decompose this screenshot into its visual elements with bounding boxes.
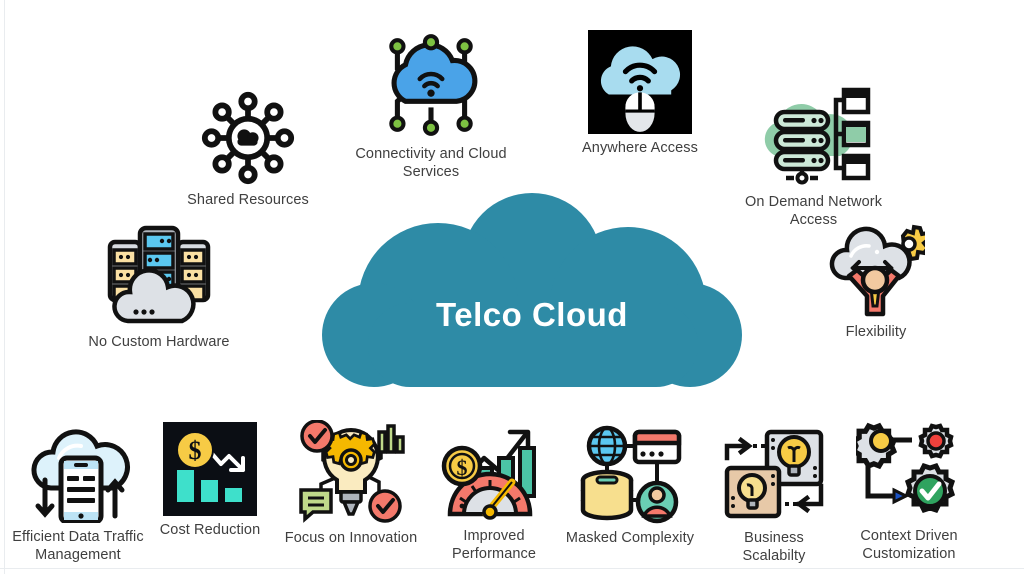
server-rack-network-icon	[756, 78, 872, 188]
center-cloud-label: Telco Cloud	[436, 296, 628, 333]
node-label: On Demand Network Access	[744, 194, 883, 228]
cloud-phone-arrows-icon	[23, 418, 133, 525]
lightbulb-gear-check-icon	[295, 419, 407, 524]
node-efficient-data-traffic-management[interactable]: Efficient Data Traffic Management	[4, 418, 152, 564]
node-label: Context Driven Customization	[860, 528, 958, 562]
cloud-shape-icon	[322, 193, 742, 387]
node-context-driven-customization[interactable]: Context Driven Customization	[846, 418, 972, 563]
canvas-left-border	[4, 0, 5, 574]
node-masked-complexity[interactable]: Masked Complexity	[562, 424, 698, 547]
lightbulb-cards-arrows-icon	[723, 424, 825, 524]
node-business-scalabilty[interactable]: Business Scalabilty	[712, 424, 836, 565]
node-shared-resources[interactable]: Shared Resources	[178, 90, 318, 209]
gears-check-flow-icon	[850, 418, 962, 522]
node-label: Shared Resources	[187, 192, 309, 208]
node-label: No Custom Hardware	[88, 334, 230, 350]
node-label: Business Scalabilty	[742, 530, 806, 564]
node-anywhere-access[interactable]: Anywhere Access	[570, 30, 710, 157]
hub-spokes-cloud-icon	[200, 90, 296, 186]
node-flexibility[interactable]: Flexibility	[824, 222, 932, 341]
node-label: Cost Reduction	[159, 522, 261, 538]
canvas-bottom-border	[0, 568, 1024, 569]
node-on-demand-network-access[interactable]: On Demand Network Access	[726, 78, 901, 229]
cloud-mouse-access-icon	[588, 30, 692, 134]
center-cloud-node: Telco Cloud	[318, 193, 746, 389]
cloud-wifi-circuit-icon	[375, 28, 487, 140]
node-cost-reduction[interactable]: $ Cost Reduction	[154, 422, 266, 539]
node-connectivity-and-cloud-services[interactable]: Connectivity and Cloud Services	[333, 28, 529, 181]
server-racks-cloud-icon	[102, 220, 216, 328]
svg-text:$: $	[457, 455, 468, 480]
node-label: Flexibility	[845, 324, 907, 340]
gauge-growth-chart-icon: $	[436, 418, 552, 522]
node-improved-performance[interactable]: $ Improved Performance	[438, 418, 550, 563]
node-label: Focus on Innovation	[284, 530, 418, 546]
node-no-custom-hardware[interactable]: No Custom Hardware	[88, 220, 230, 351]
node-label: Masked Complexity	[565, 530, 695, 546]
coin-bar-chart-down-icon: $	[163, 422, 257, 516]
node-label: Anywhere Access	[582, 140, 698, 156]
person-cloud-gear-icon	[827, 222, 932, 318]
svg-text:$: $	[189, 436, 202, 465]
node-focus-on-innovation[interactable]: Focus on Innovation	[284, 419, 418, 547]
node-label: Improved Performance	[451, 528, 537, 562]
node-label: Efficient Data Traffic Management	[12, 529, 144, 563]
node-label: Connectivity and Cloud Services	[355, 146, 507, 180]
globe-database-user-icon	[577, 424, 683, 524]
